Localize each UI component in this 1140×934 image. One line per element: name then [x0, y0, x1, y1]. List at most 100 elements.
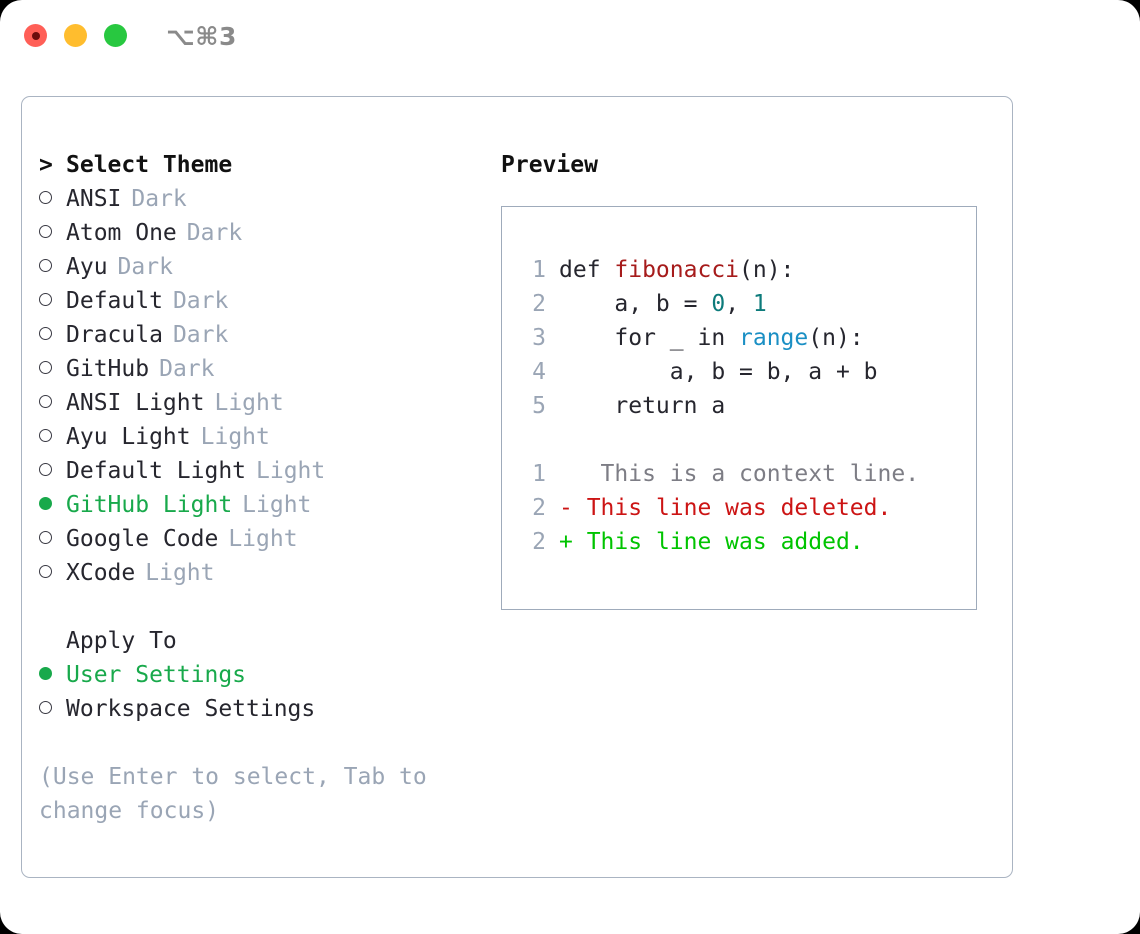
radio-unselected-icon — [39, 352, 66, 386]
line-number: 5 — [532, 393, 546, 419]
select-theme-heading-label: Select Theme — [66, 152, 233, 178]
theme-option-kind: Light — [145, 560, 215, 586]
radio-mark — [39, 293, 52, 306]
radio-mark — [39, 565, 52, 578]
theme-option-ayu-light[interactable]: Ayu Light Light — [39, 420, 499, 454]
diff-marker: - — [559, 495, 573, 521]
theme-option-ansi[interactable]: ANSI Dark — [39, 182, 499, 216]
code-token: range — [739, 325, 809, 351]
close-button[interactable] — [24, 24, 47, 47]
diff-line-deleted: 2- This line was deleted. — [518, 491, 976, 525]
code-token: a, b = — [559, 291, 712, 317]
radio-unselected-icon — [39, 522, 66, 556]
theme-option-label: Dracula — [66, 322, 163, 348]
diff-marker: + — [559, 529, 573, 555]
theme-option-kind: Dark — [117, 254, 173, 280]
code-token: def — [559, 257, 615, 283]
line-number: 1 — [532, 461, 546, 487]
theme-option-kind: Light — [200, 424, 270, 450]
theme-option-label: Google Code — [66, 526, 219, 552]
theme-option-label: Default — [66, 288, 163, 314]
theme-option-kind: Dark — [186, 220, 243, 246]
radio-mark — [39, 327, 52, 340]
code-token: (n): — [808, 325, 864, 351]
radio-mark — [39, 395, 52, 408]
code-token: , — [725, 291, 753, 317]
diff-sample: 1 This is a context line.2- This line wa… — [518, 457, 976, 559]
radio-mark — [39, 225, 52, 238]
theme-option-xcode[interactable]: XCode Light — [39, 556, 499, 590]
code-token: 0 — [711, 291, 726, 317]
theme-option-kind: Light — [214, 390, 284, 416]
theme-option-label: Atom One — [66, 220, 177, 246]
code-token: a, b = b, a + b — [559, 359, 878, 385]
code-line: 3 for _ in range(n): — [518, 321, 976, 355]
theme-option-ayu[interactable]: Ayu Dark — [39, 250, 499, 284]
radio-mark — [39, 463, 52, 476]
keyboard-hint: (Use Enter to select, Tab to change focu… — [39, 764, 441, 824]
radio-mark — [39, 429, 52, 442]
keyboard-shortcut-label: ⌥⌘3 — [166, 22, 237, 51]
radio-mark — [39, 667, 52, 680]
maximize-button[interactable] — [104, 24, 127, 47]
theme-option-label: Ayu Light — [66, 424, 191, 450]
theme-option-kind: Dark — [159, 356, 215, 382]
radio-mark — [39, 701, 52, 714]
radio-unselected-icon — [39, 454, 66, 488]
theme-option-label: XCode — [66, 560, 136, 586]
radio-mark — [39, 361, 52, 374]
theme-option-kind: Dark — [131, 186, 187, 212]
code-diff-gap — [518, 423, 976, 457]
radio-mark — [39, 259, 52, 272]
radio-unselected-icon — [39, 556, 66, 590]
diff-line-added: 2+ This line was added. — [518, 525, 976, 559]
radio-unselected-icon — [39, 318, 66, 352]
theme-option-label: ANSI — [66, 186, 122, 212]
diff-text: This is a context line. — [572, 461, 920, 487]
preview-title: Preview — [501, 152, 598, 178]
window-controls — [24, 24, 127, 47]
minimize-button[interactable] — [64, 24, 87, 47]
theme-option-kind: Light — [228, 526, 298, 552]
radio-mark — [39, 191, 52, 204]
radio-unselected-icon — [39, 692, 66, 726]
apply-to-option-label: Workspace Settings — [66, 696, 316, 722]
code-token: fibonacci — [614, 257, 740, 283]
code-token: return a — [559, 393, 726, 419]
radio-unselected-icon — [39, 386, 66, 420]
theme-option-atom-one[interactable]: Atom One Dark — [39, 216, 499, 250]
radio-mark — [39, 497, 52, 510]
line-number: 3 — [532, 325, 546, 351]
radio-mark — [39, 531, 52, 544]
code-token: for _ in — [559, 325, 740, 351]
theme-option-kind: Dark — [172, 322, 229, 348]
diff-text: This line was added. — [572, 529, 864, 555]
theme-option-github[interactable]: GitHub Dark — [39, 352, 499, 386]
theme-option-google-code[interactable]: Google Code Light — [39, 522, 499, 556]
theme-option-dracula[interactable]: Dracula Dark — [39, 318, 499, 352]
radio-selected-icon — [39, 658, 66, 692]
apply-to-option-user-settings[interactable]: User Settings — [39, 658, 499, 692]
radio-unselected-icon — [39, 284, 66, 318]
list-spacer — [39, 590, 499, 624]
radio-unselected-icon — [39, 420, 66, 454]
code-token: 1 — [752, 291, 767, 317]
theme-option-label: GitHub — [66, 356, 150, 382]
diff-line-context: 1 This is a context line. — [518, 457, 976, 491]
diff-marker — [559, 457, 573, 491]
apply-to-option-workspace-settings[interactable]: Workspace Settings — [39, 692, 499, 726]
theme-option-label: Default Light — [66, 458, 247, 484]
code-line: 5 return a — [518, 389, 976, 423]
theme-option-label: Ayu — [66, 254, 108, 280]
